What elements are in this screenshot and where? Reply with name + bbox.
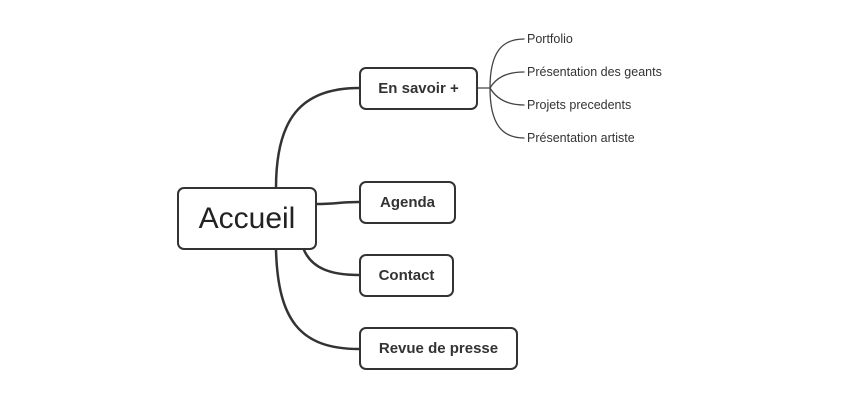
- node-revue-de-presse-label: Revue de presse: [378, 340, 499, 357]
- node-accueil[interactable]: Accueil: [177, 187, 317, 250]
- node-revue-de-presse[interactable]: Revue de presse: [359, 327, 518, 370]
- connector-accueil-presse: [274, 248, 361, 351]
- node-contact-label: Contact: [378, 267, 435, 284]
- connector-savoir-projets: [489, 87, 525, 106]
- node-accueil-label: Accueil: [198, 201, 296, 235]
- connector-accueil-contact: [302, 248, 361, 277]
- connector-accueil-agenda: [314, 200, 361, 206]
- connector-savoir-artiste: [489, 87, 525, 139]
- node-agenda-label: Agenda: [379, 194, 435, 211]
- connector-savoir-portfolio: [477, 38, 525, 89]
- leaf-presentation-artiste[interactable]: Présentation artiste: [527, 131, 635, 145]
- leaf-portfolio[interactable]: Portfolio: [527, 32, 573, 46]
- node-contact[interactable]: Contact: [359, 254, 454, 297]
- node-en-savoir-plus[interactable]: En savoir +: [359, 67, 478, 110]
- connector-savoir-geants: [489, 71, 525, 89]
- leaf-projets-precedents[interactable]: Projets precedents: [527, 98, 632, 112]
- node-en-savoir-plus-label: En savoir +: [378, 80, 459, 97]
- node-agenda[interactable]: Agenda: [359, 181, 456, 224]
- connector-accueil-en-savoir: [274, 86, 361, 190]
- leaf-presentation-des-geants[interactable]: Présentation des geants: [527, 65, 662, 79]
